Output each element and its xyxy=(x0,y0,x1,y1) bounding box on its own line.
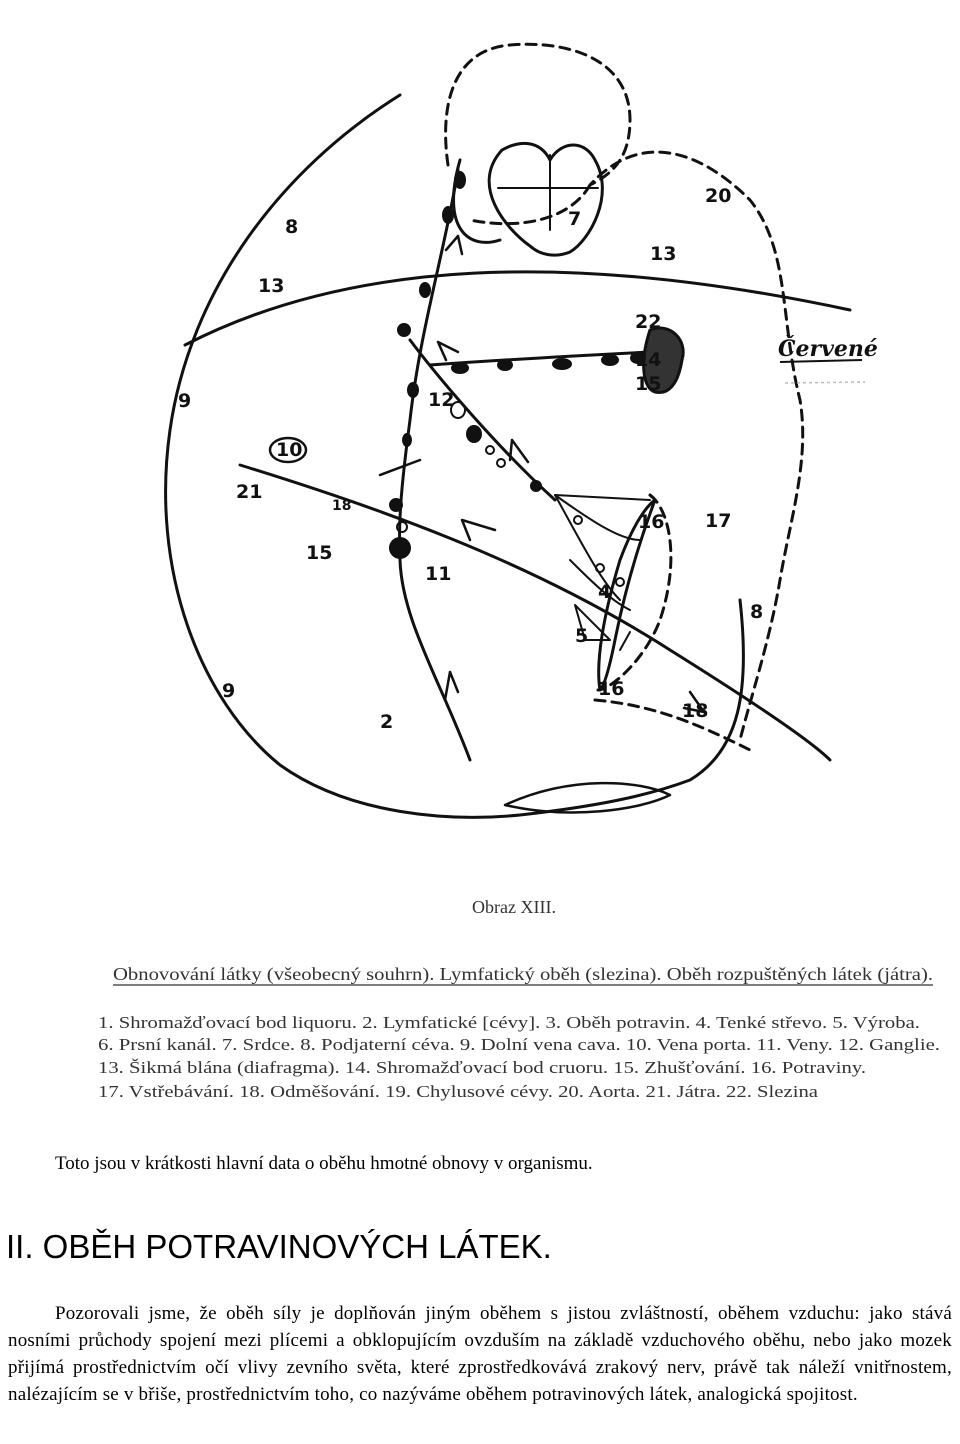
section-title: II. OBĚH POTRAVINOVÝCH LÁTEK. xyxy=(6,1228,552,1265)
vein-line xyxy=(238,463,832,762)
label-16a: 16 xyxy=(638,511,664,533)
label-12: 12 xyxy=(428,389,454,411)
legend-line-2: 6. Prsní kanál. 7. Srdce. 8. Podjaterní … xyxy=(98,1035,940,1054)
label-18b: 18 xyxy=(332,498,351,514)
label-7: 7 xyxy=(568,208,581,230)
legend-line-3: 13. Šikmá blána (diafragma). 14. Shromaž… xyxy=(98,1058,866,1077)
label-22: 22 xyxy=(635,311,661,333)
label-15b: 15 xyxy=(306,542,332,564)
label-9b: 9 xyxy=(222,680,235,702)
label-18a: 18 xyxy=(682,700,708,722)
label-9a: 9 xyxy=(178,390,191,412)
diaphragm-line xyxy=(183,270,852,347)
body-paragraph: Pozorovali jsme, že oběh síly je doplňov… xyxy=(8,1303,952,1405)
label-14: 14 xyxy=(635,349,661,371)
label-2: 2 xyxy=(380,711,393,733)
circulation-diagram: 2 4 5 7 8 8 9 9 10 11 12 13 13 14 15 15 … xyxy=(50,0,960,1120)
label-4: 4 xyxy=(598,581,611,603)
label-13b: 13 xyxy=(650,243,676,265)
aorta-dashed xyxy=(444,42,805,742)
label-5: 5 xyxy=(575,625,588,647)
label-15a: 15 xyxy=(635,373,661,395)
body-outline xyxy=(164,93,745,819)
figure-caption-heading: Obnovování látky (všeobecný souhrn). Lym… xyxy=(113,964,933,984)
handwritten-note: Červené xyxy=(778,335,878,362)
label-20: 20 xyxy=(705,185,731,207)
label-13a: 13 xyxy=(258,275,284,297)
legend-line-4: 17. Vstřebávání. 18. Odměšování. 19. Chy… xyxy=(98,1082,819,1101)
label-10: 10 xyxy=(276,439,302,461)
thoracic-duct xyxy=(397,168,472,762)
label-16b: 16 xyxy=(598,678,624,700)
label-17: 17 xyxy=(705,510,731,532)
intro-sentence: Toto jsou v krátkosti hlavní data o oběh… xyxy=(55,1153,593,1174)
label-21: 21 xyxy=(236,481,262,503)
legend-line-1: 1. Shromažďovací bod liquoru. 2. Lymfati… xyxy=(98,1013,920,1032)
spleen-shape xyxy=(642,326,685,395)
label-8b: 8 xyxy=(750,601,763,623)
label-11: 11 xyxy=(425,563,451,585)
figure-caption-title: Obraz XIII. xyxy=(472,897,556,917)
label-8: 8 xyxy=(285,216,298,238)
heart-shape xyxy=(487,141,604,257)
